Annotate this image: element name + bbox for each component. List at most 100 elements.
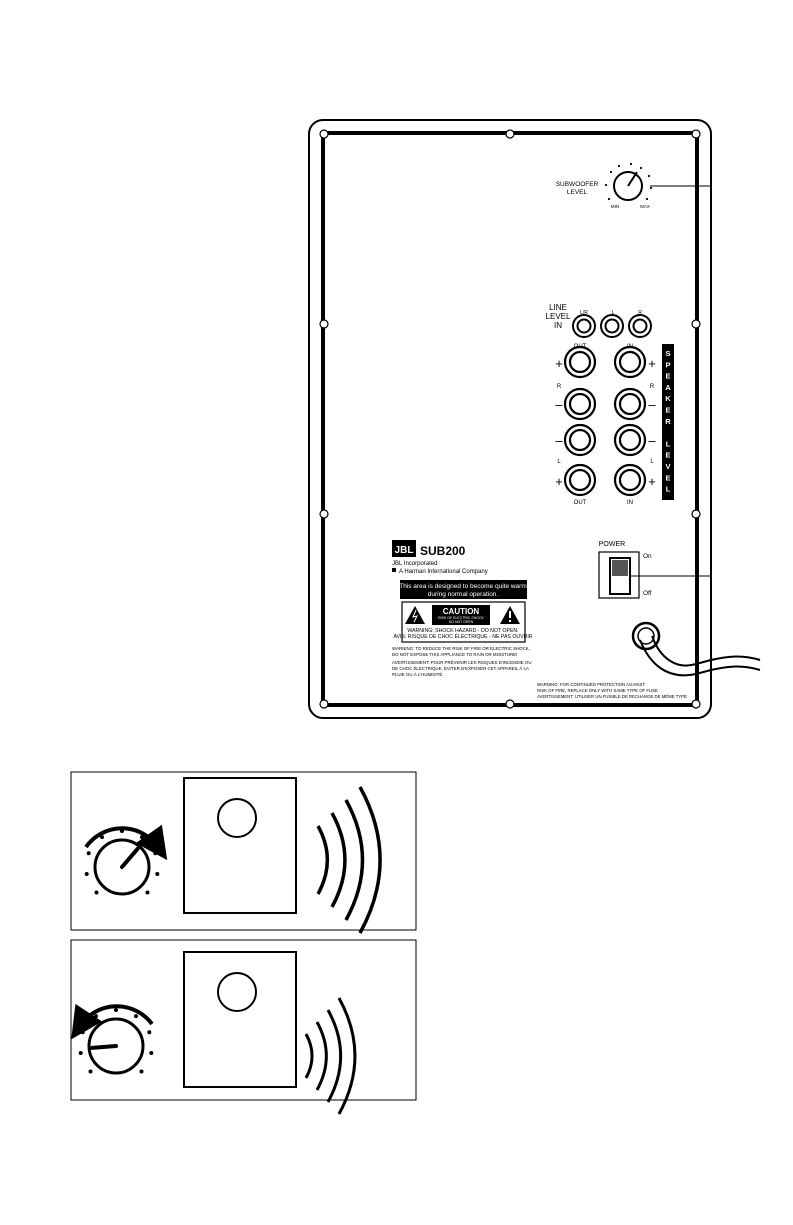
- illustration-increase-level: [70, 771, 417, 934]
- dial-dot: [155, 872, 160, 876]
- fuse-warning-2: RISK OF FIRE, REPLACE ONLY WITH SAME TYP…: [537, 688, 658, 693]
- clockwise-arrow-icon: [84, 824, 168, 861]
- power-label: POWER: [599, 541, 625, 548]
- dial-dot: [139, 1069, 144, 1074]
- caution-warning-2: AVIS: RISQUE DE CHOC ÉLECTRIQUE - NE PAS…: [393, 633, 532, 640]
- line-level-label-2: LEVEL: [546, 312, 571, 321]
- sound-wave: [315, 1021, 328, 1091]
- dial-dot: [86, 851, 91, 856]
- dial-dot: [94, 1014, 98, 1019]
- caution-label: CAUTION RISK OF ELECTRIC SHOCK DO NOT OP…: [393, 601, 533, 643]
- in-label-bottom: IN: [627, 500, 633, 506]
- sound-wave: [330, 812, 347, 908]
- heat-notice-line-1: This area is designed to become quite wa…: [399, 583, 527, 590]
- caution-title: CAUTION: [443, 607, 480, 616]
- terminal-in-r-plus[interactable]: [613, 345, 647, 379]
- terminal-out-r-plus[interactable]: [563, 345, 597, 379]
- sound-wave: [326, 1009, 343, 1103]
- minus-sign: –: [648, 433, 656, 448]
- plus-sign: +: [648, 474, 656, 489]
- shock-warning-icon: [405, 606, 425, 624]
- rear-panel: SUBWOOFER LEVEL MIN MAX LINE LEVEL IN L/…: [308, 119, 761, 719]
- caution-sub-1: RISK OF ELECTRIC SHOCK: [438, 616, 484, 620]
- jbl-logo: [392, 540, 416, 557]
- sound-wave: [337, 997, 357, 1115]
- fuse-warning-text: WARNING: FOR CONTINUED PROTECTION AGAINS…: [537, 682, 687, 699]
- l-label-right: L: [650, 459, 654, 465]
- subwoofer-driver: [217, 972, 257, 1012]
- dial-dot: [100, 835, 104, 840]
- knob-pointer: [90, 1044, 118, 1050]
- fuse-warning-3: AVERTISSEMENT: UTILISER UN FUSIBLE DE RE…: [537, 694, 687, 699]
- dial-dot: [94, 890, 99, 895]
- heat-notice: This area is designed to become quite wa…: [399, 580, 527, 599]
- out-label-bottom: OUT: [574, 500, 587, 506]
- minus-sign: –: [555, 433, 563, 448]
- fire-warning-2: DO NOT EXPOSE THIS APPLIANCE TO RAIN OR …: [392, 652, 517, 657]
- level-dial-dots: [604, 162, 653, 201]
- sound-wave: [304, 1033, 314, 1079]
- jack-label-lr: L/R: [580, 310, 588, 316]
- harman-icon: [392, 568, 396, 572]
- power-rocker-switch[interactable]: [609, 557, 631, 595]
- company-line-1: JBL Incorporated: [392, 561, 437, 567]
- power-off-label: Off: [643, 590, 652, 597]
- rca-jack-l[interactable]: [600, 314, 624, 338]
- fire-warning-fr-3: PLUIE OU À L'HUMIDITÉ.: [392, 672, 444, 677]
- subwoofer-level-label-1: SUBWOOFER: [556, 181, 599, 188]
- power-cord: [631, 621, 761, 677]
- jack-label-l: L: [612, 310, 615, 316]
- panel-screws: [319, 129, 701, 709]
- dial-dot: [88, 1069, 93, 1074]
- sound-wave: [344, 799, 365, 921]
- dial-dot: [149, 1051, 154, 1055]
- l-label-left: L: [557, 459, 561, 465]
- r-label-right: R: [650, 384, 655, 390]
- terminal-in-l-minus[interactable]: [613, 423, 647, 457]
- brand-block: JBL SUB200 JBL Incorporated A Harman Int…: [392, 540, 488, 575]
- dial-dot: [84, 872, 89, 876]
- power-on-label: On: [643, 553, 652, 560]
- line-level-input: LINE LEVEL IN L/R L R: [546, 303, 652, 338]
- power-switch-block: POWER On Off: [598, 541, 711, 599]
- illustration-decrease-level: [70, 939, 417, 1115]
- fire-warning-fr-2: DE CHOC ÉLECTRIQUE, ÉVITER D'EXPOSER CET…: [392, 666, 529, 671]
- fuse-warning-1: WARNING: FOR CONTINUED PROTECTION AGAINS…: [537, 682, 645, 687]
- fire-warning-1: WARNING: TO REDUCE THE RISK OF FIRE OR E…: [392, 646, 530, 651]
- max-label: MAX: [640, 204, 650, 209]
- dial-dot: [78, 1051, 83, 1055]
- counterclockwise-arrow-icon: [71, 1003, 154, 1040]
- dial-dot: [80, 1030, 85, 1035]
- r-label-left: R: [557, 384, 562, 390]
- caution-sub-2: DO NOT OPEN: [449, 620, 474, 624]
- line-level-label-1: LINE: [549, 303, 567, 312]
- sound-waves-strong: [316, 786, 382, 934]
- rca-jack-r[interactable]: [628, 314, 652, 338]
- jack-label-r: R: [638, 310, 642, 316]
- fire-warning-fr-1: AVERTISSEMENT: POUR PRÉVENIR LES RISQUES…: [392, 660, 532, 665]
- caution-warning-1: WARNING: SHOCK HAZARD - DO NOT OPEN.: [407, 628, 518, 634]
- terminal-out-l-plus[interactable]: [563, 463, 597, 497]
- jbl-logo-text: JBL: [395, 545, 414, 556]
- subwoofer-level-label-2: LEVEL: [567, 189, 588, 196]
- knob-pointer: [120, 846, 140, 869]
- minus-sign: –: [555, 397, 563, 412]
- line-level-label-3: IN: [554, 321, 562, 330]
- plus-sign: +: [555, 356, 563, 371]
- terminal-out-r-minus[interactable]: [563, 387, 597, 421]
- rca-jack-lr[interactable]: [572, 314, 596, 338]
- sound-wave: [316, 825, 329, 895]
- model-name: SUB200: [420, 544, 466, 558]
- terminal-in-l-plus[interactable]: [613, 463, 647, 497]
- min-label: MIN: [611, 204, 619, 209]
- sound-wave: [358, 786, 382, 934]
- heat-notice-line-2: during normal operation.: [428, 591, 499, 598]
- subwoofer-level-control[interactable]: SUBWOOFER LEVEL MIN MAX: [556, 162, 711, 209]
- plus-sign: +: [648, 356, 656, 371]
- fire-warning-text: WARNING: TO REDUCE THE RISK OF FIRE OR E…: [392, 646, 532, 677]
- terminal-in-r-minus[interactable]: [613, 387, 647, 421]
- dial-dot: [134, 1014, 138, 1019]
- terminal-out-l-minus[interactable]: [563, 423, 597, 457]
